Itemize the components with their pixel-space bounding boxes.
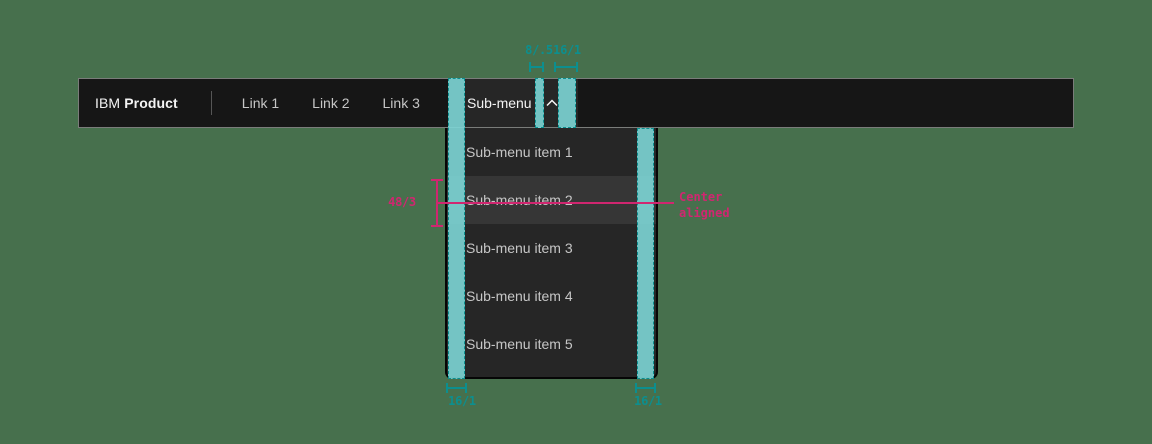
chevron-up-icon [546,99,558,107]
spacing-band-label-chevron-gap [535,78,544,128]
measure-beam-bottom-right [635,383,656,393]
submenu-label: Sub-menu [467,95,532,111]
brand-product-name: Product [124,95,178,111]
center-align-leader-line [437,202,674,204]
measure-beam-top-small [529,62,544,72]
nav-link-1[interactable]: Link 1 [241,95,280,111]
submenu-item-4[interactable]: Sub-menu item 4 [466,288,573,304]
header-divider [210,91,212,115]
measurement-label-bottom-left: 16/1 [448,394,476,408]
center-aligned-note-line2: aligned [679,206,730,220]
submenu-item-5[interactable]: Sub-menu item 5 [466,336,573,352]
nav-link-3[interactable]: Link 3 [382,95,420,111]
measurement-label-bottom-right: 16/1 [634,394,662,408]
submenu-dropdown: Sub-menu item 1 Sub-menu item 2 Sub-menu… [445,128,658,379]
header-nav: Link 1 Link 2 Link 3 [242,95,420,111]
nav-link-2[interactable]: Link 2 [312,95,350,111]
header-brand[interactable]: IBM Product [95,95,178,111]
submenu-item-1[interactable]: Sub-menu item 1 [466,144,573,160]
center-aligned-note-line1: Center [679,190,723,204]
spacing-band-menu-right-padding [637,128,654,379]
submenu-item-3[interactable]: Sub-menu item 3 [466,240,573,256]
ui-shell-header: IBM Product Link 1 Link 2 Link 3 Sub-men… [78,78,1074,128]
brand-prefix: IBM [95,95,121,111]
center-aligned-note: Center aligned [679,189,730,221]
spacing-band-right-padding [558,78,576,128]
spacing-band-left-padding [448,78,465,379]
submenu-item-2[interactable]: Sub-menu item 2 [447,176,656,224]
submenu-trigger[interactable]: Sub-menu [449,79,578,127]
measurement-label-top-large: 16/1 [553,43,581,57]
measurement-label-top-small: 8/.5 [525,43,553,57]
measure-beam-bottom-left [446,383,467,393]
measurement-label-item-height: 48/3 [388,195,416,209]
measure-beam-top-large [554,62,578,72]
